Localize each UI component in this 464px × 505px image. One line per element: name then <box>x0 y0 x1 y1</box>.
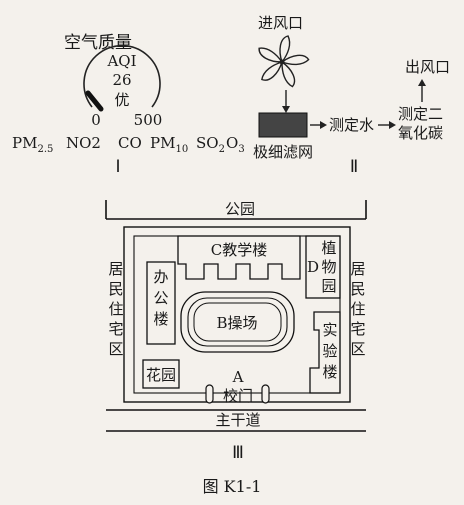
botanical-garden <box>305 235 341 299</box>
left-res-2: 民 <box>108 280 123 298</box>
pollutant-no2: NO2 <box>66 134 101 152</box>
right-res-1: 居 <box>350 260 365 278</box>
gate-pillar-right <box>261 384 270 404</box>
left-res-3: 住 <box>108 300 123 318</box>
campus-map: 公园 居 民 住 宅 区 居 民 住 宅 区 办 公 楼 C教学楼 D 植 物 … <box>105 200 367 432</box>
sensor-diagram: 进风口 极细滤网 测定水 测定二 氧化碳 出风口 <box>253 14 450 161</box>
roman-three: Ⅲ <box>232 443 244 462</box>
arrowhead-filter <box>320 121 327 129</box>
playground-label: B操场 <box>216 314 257 332</box>
right-res-2: 民 <box>350 280 365 298</box>
road-label: 主干道 <box>215 411 260 429</box>
filter-box <box>258 112 308 138</box>
teaching-label: C教学楼 <box>211 241 267 259</box>
lab-3: 楼 <box>322 363 337 381</box>
garden-label: 花园 <box>146 366 176 384</box>
measure-water-label: 测定水 <box>329 116 374 134</box>
pollutant-so2: SO2 <box>196 134 225 155</box>
pollutant-o3: O3 <box>226 134 245 155</box>
arrowhead-outlet <box>418 79 426 86</box>
lab-building <box>309 311 341 394</box>
botanical-letter: D <box>307 258 319 276</box>
office-building <box>146 261 176 345</box>
aqi-dial-arc <box>83 44 161 108</box>
right-res-4: 宅 <box>350 320 365 338</box>
aqi-grade: 优 <box>114 91 129 109</box>
playground-track-middle <box>187 297 288 347</box>
right-res-3: 住 <box>350 300 365 318</box>
pollutant-co: CO <box>118 134 142 152</box>
outlet-label: 出风口 <box>405 58 450 76</box>
figure-caption: 图 K1-1 <box>203 477 262 496</box>
roman-one: Ⅰ <box>115 157 120 176</box>
garden-plot <box>142 359 180 389</box>
aqi-scale-max: 500 <box>134 111 163 129</box>
aqi-label: AQI <box>106 52 136 70</box>
pollutant-pm25: PM2.5 <box>12 134 53 155</box>
aqi-needle <box>85 90 104 112</box>
left-res-1: 居 <box>108 260 123 278</box>
teaching-building <box>177 235 301 280</box>
left-res-5: 区 <box>108 340 123 358</box>
pollutant-row: PM2.5 NO2 CO PM10 SO2 O3 <box>12 134 245 155</box>
aqi-meter: 空气质量 AQI 26 优 0 500 <box>64 33 162 129</box>
inlet-label: 进风口 <box>258 14 303 32</box>
gate-pillar-left <box>205 384 214 404</box>
aqi-title: 空气质量 <box>64 33 132 53</box>
arrowhead-fan <box>282 106 290 113</box>
lab-1: 实 <box>322 321 337 339</box>
arrowhead-water <box>389 121 396 129</box>
school-wall-outer <box>123 226 351 403</box>
office-2: 公 <box>153 289 168 307</box>
measure-co2-line2: 氧化碳 <box>398 124 443 142</box>
lab-2: 验 <box>322 342 337 360</box>
measure-co2-line1: 测定二 <box>398 105 443 123</box>
roman-two: Ⅱ <box>350 157 358 176</box>
right-res-5: 区 <box>350 340 365 358</box>
aqi-value: 26 <box>112 71 131 89</box>
fan-icon <box>258 35 310 88</box>
botanical-3: 园 <box>321 277 336 295</box>
botanical-2: 物 <box>321 258 336 276</box>
playground-track-outer <box>180 291 295 353</box>
gate-label: 校门 <box>223 387 253 405</box>
filter-label: 极细滤网 <box>253 143 313 161</box>
point-a-label: A <box>232 368 244 386</box>
office-1: 办 <box>153 268 168 286</box>
botanical-1: 植 <box>321 239 336 257</box>
playground-track-inner <box>193 302 282 342</box>
pollutant-pm25-main: PM <box>12 134 37 152</box>
office-3: 楼 <box>153 310 168 328</box>
aqi-scale-min: 0 <box>91 111 101 129</box>
pollutant-pm10: PM10 <box>150 134 188 155</box>
left-res-4: 宅 <box>108 320 123 338</box>
park-label: 公园 <box>225 200 255 218</box>
